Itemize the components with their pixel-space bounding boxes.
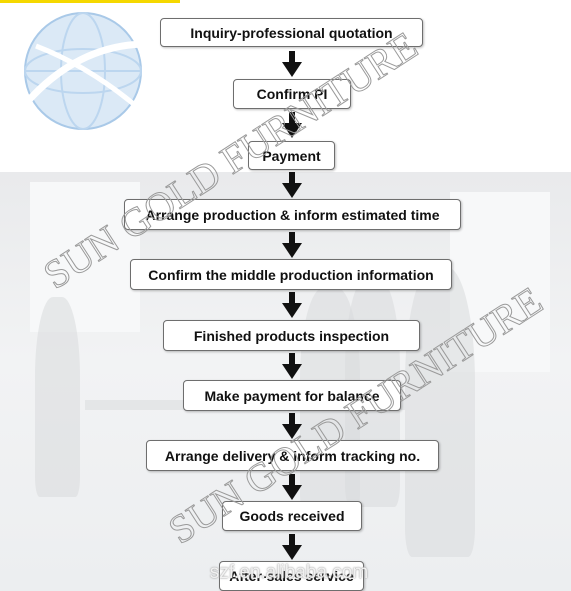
down-arrow-icon: [282, 353, 302, 379]
step-confirm-pi: Confirm PI: [233, 79, 351, 109]
top-accent-line: [0, 0, 180, 3]
step-after-sales: After-sales service: [219, 561, 364, 591]
step-balance-payment: Make payment for balance: [183, 380, 401, 411]
down-arrow-icon: [282, 413, 302, 439]
step-arrange-delivery: Arrange delivery & inform tracking no.: [146, 440, 439, 471]
background-person: [405, 267, 475, 557]
down-arrow-icon: [282, 51, 302, 77]
down-arrow-icon: [282, 534, 302, 560]
down-arrow-icon: [282, 112, 302, 138]
background-person: [35, 297, 80, 497]
step-inquiry-quotation: Inquiry-professional quotation: [160, 18, 423, 47]
globe-logo-icon: [24, 12, 144, 130]
step-confirm-middle-production: Confirm the middle production informatio…: [130, 259, 452, 290]
step-finished-inspection: Finished products inspection: [163, 320, 420, 351]
step-arrange-production: Arrange production & inform estimated ti…: [124, 199, 461, 230]
down-arrow-icon: [282, 474, 302, 500]
site-watermark: szf.en.alibaba.com: [209, 562, 369, 583]
step-payment: Payment: [248, 141, 335, 170]
down-arrow-icon: [282, 292, 302, 318]
down-arrow-icon: [282, 232, 302, 258]
step-goods-received: Goods received: [222, 501, 362, 531]
down-arrow-icon: [282, 172, 302, 198]
